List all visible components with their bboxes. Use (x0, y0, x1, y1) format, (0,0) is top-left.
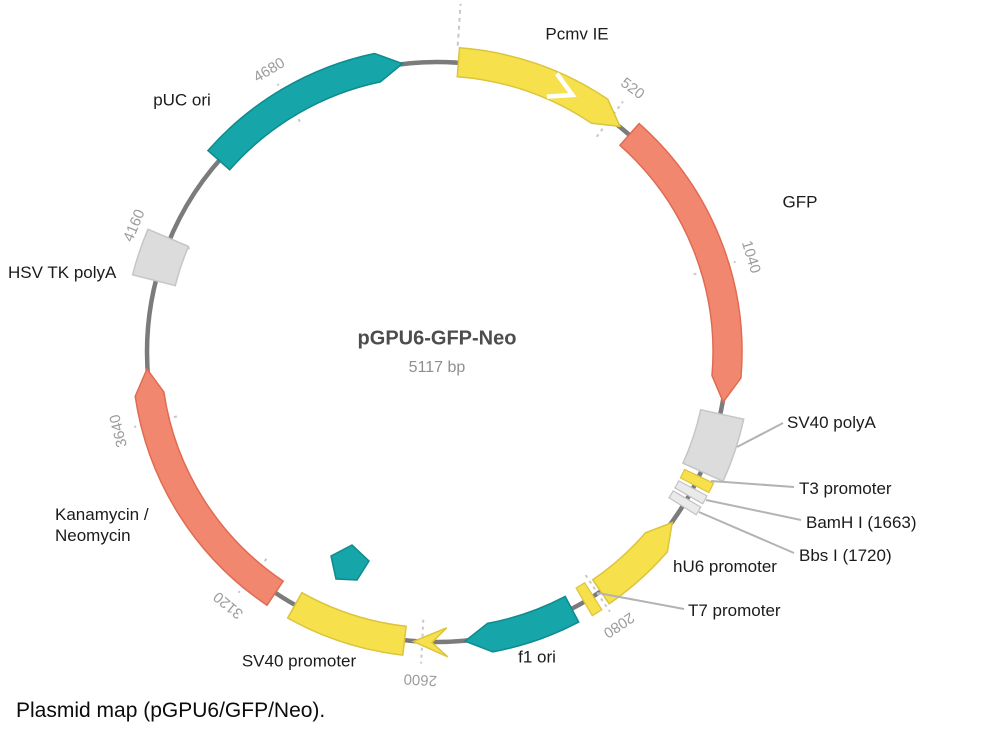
feature-label-sv40-polya: SV40 polyA (787, 413, 876, 432)
feature-label-bamhi: BamH I (1663) (806, 513, 917, 532)
feature-label-hu6-promoter: hU6 promoter (673, 557, 777, 576)
feature-f1-ori (463, 595, 580, 653)
leader-line-2 (705, 499, 802, 521)
tick-label-3640: 3640 (106, 413, 131, 449)
feature-label-f1-ori: f1 ori (518, 647, 556, 667)
plasmid-title: pGPU6-GFP-Neo (357, 327, 517, 350)
feature-label-gfp: GFP (782, 192, 818, 212)
tick-label-2080: 2080 (600, 609, 637, 642)
feature-sv40-prom-head (411, 627, 449, 658)
feature-label-puc-ori: pUC ori (153, 90, 211, 110)
feature-label-t7-promoter: T7 promoter (688, 601, 781, 620)
leader-line-4 (597, 592, 685, 610)
feature-puc-ori (206, 52, 404, 171)
figure-caption: Plasmid map (pGPU6/GFP/Neo). (16, 699, 326, 722)
feature-pcmv-ie-arrow-notch (546, 72, 577, 99)
feature-label-bbsi: Bbs I (1720) (799, 546, 892, 565)
feature-bamhi-site (674, 480, 708, 505)
tick-label-4680: 4680 (251, 54, 288, 86)
feature-sv40-promoter (286, 591, 407, 656)
feature-hu6-promoter (591, 521, 674, 605)
feature-kan-neo (134, 367, 285, 607)
feature-t3-promoter (679, 468, 715, 494)
feature-sv40-polya (682, 408, 745, 483)
small-pentagon-marker (330, 544, 370, 581)
feature-label-sv40-promoter: SV40 promoter (241, 651, 357, 671)
feature-hsv-tk-polya (131, 228, 190, 287)
feature-label-pcmv-ie: Pcmv IE (545, 24, 609, 44)
leader-line-0 (736, 422, 784, 448)
tick-line-2080 (584, 574, 611, 613)
origin-tick (456, 3, 462, 46)
leader-line-1 (710, 480, 795, 488)
leader-line-3 (698, 511, 795, 554)
plasmid-size: 5117 bp (408, 359, 466, 376)
tick-label-1040: 1040 (738, 239, 764, 276)
tick-label-520: 520 (617, 74, 647, 103)
feature-t7-promoter (575, 581, 603, 617)
feature-label-hsv-tk-polya: HSV TK polyA (8, 263, 117, 282)
feature-bbsi-site (668, 489, 702, 516)
feature-label-kanamycin-neomycin: Kanamycin / Neomycin (55, 505, 149, 546)
feature-pcmv-ie (456, 46, 622, 128)
feature-gfp (618, 122, 743, 404)
tick-label-2600: 2600 (403, 670, 437, 689)
tick-label-3120: 3120 (210, 588, 247, 622)
feature-label-t3-promoter: T3 promoter (799, 479, 892, 498)
